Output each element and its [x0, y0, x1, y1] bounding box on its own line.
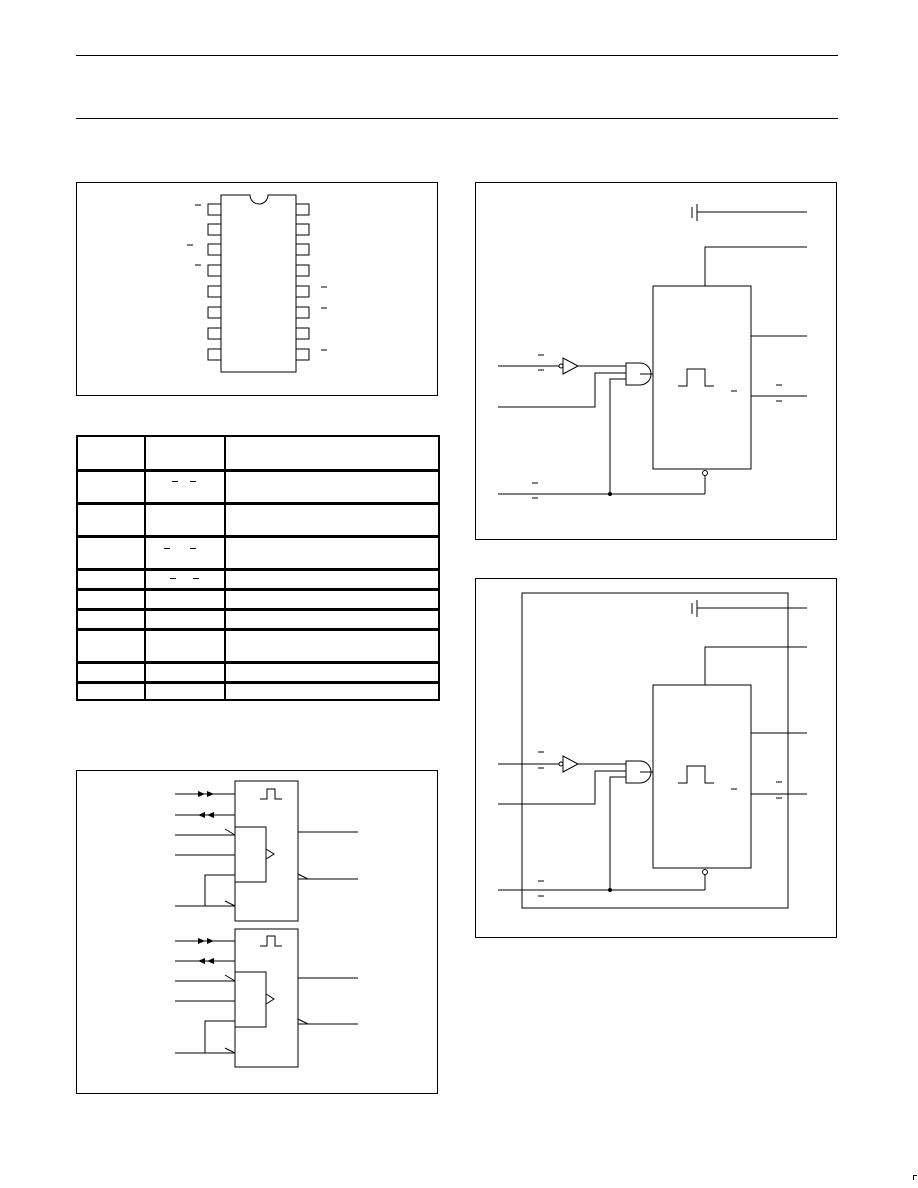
overline-mark: [170, 578, 176, 579]
logic-symbol-figure: [76, 770, 438, 1094]
pulse-icon: [678, 368, 714, 387]
symbol-cell: [144, 662, 226, 684]
table-row: [76, 609, 440, 631]
overline-mark: [190, 548, 196, 549]
table-row: [76, 682, 440, 701]
name-cell: [224, 503, 440, 538]
header-rule-top: [76, 55, 838, 56]
name-cell: [224, 436, 440, 472]
name-cell: [224, 609, 440, 631]
pin-cell: [76, 503, 146, 538]
arrow-markers: [198, 791, 214, 964]
symbol-cell: [144, 569, 226, 591]
pin-cell: [76, 470, 146, 505]
pin-cell: [76, 682, 146, 701]
left-pins: [207, 203, 222, 361]
name-cell: [224, 662, 440, 684]
symbol-cell: [144, 536, 226, 571]
and-gate-icon: [625, 362, 652, 386]
header-rule-bottom: [76, 118, 838, 119]
right-pins: [295, 203, 310, 361]
pin-cell: [76, 629, 146, 664]
monostable-block: [652, 684, 752, 869]
pin-description-table: [76, 435, 440, 701]
table-row: [76, 629, 440, 664]
overline-mark: [190, 481, 196, 482]
monostable-block: [652, 285, 752, 470]
table-row: [76, 536, 440, 571]
table-header-row: [76, 436, 440, 472]
name-cell: [224, 536, 440, 571]
table-row: [76, 470, 440, 505]
inverter-buffer-icon: [562, 357, 580, 375]
overline-marks: [532, 354, 782, 499]
page-corner-mark: [913, 1175, 917, 1180]
symbol-cell: [144, 682, 226, 701]
table-row: [76, 503, 440, 538]
and-gate-icon: [625, 760, 652, 784]
pin-cell: [76, 589, 146, 611]
pin-configuration-figure: [76, 182, 438, 396]
name-cell: [224, 589, 440, 611]
table-row: [76, 589, 440, 611]
logic-diagram-figure: [475, 182, 837, 540]
name-cell: [224, 629, 440, 664]
pin-cell: [76, 536, 146, 571]
pulse-icon: [678, 765, 714, 784]
logic-symbol-drawing: [175, 780, 358, 1068]
inverter-buffer-icon: [562, 755, 580, 773]
logic-diagram-figure-2: [475, 578, 837, 938]
symbol-cell: [144, 436, 226, 472]
pin-cell: [76, 609, 146, 631]
overline-marks: [187, 204, 327, 351]
symbol-cell: [144, 629, 226, 664]
symbol-cell: [144, 609, 226, 631]
symbol-cell: [144, 470, 226, 505]
pulse-icon: [260, 935, 282, 947]
overline-mark: [164, 548, 170, 549]
pin-cell: [76, 662, 146, 684]
logic-diagram-drawing: [498, 204, 807, 499]
overline-mark: [172, 481, 178, 482]
inner-boundary: [521, 592, 789, 909]
overline-marks: [538, 751, 782, 897]
junction-dot: [608, 492, 612, 496]
junction-dot: [608, 888, 612, 892]
pin-cell: [76, 436, 146, 472]
symbol-cell: [144, 589, 226, 611]
logic-diagram-drawing-2: [498, 592, 807, 909]
table-row: [76, 569, 440, 591]
name-cell: [224, 682, 440, 701]
table-row: [76, 662, 440, 684]
pulse-icon: [260, 788, 282, 800]
dip-package-drawing: [187, 194, 327, 373]
pin-cell: [76, 569, 146, 591]
overline-mark: [193, 578, 199, 579]
symbol-cell: [144, 503, 226, 538]
name-cell: [224, 569, 440, 591]
name-cell: [224, 470, 440, 505]
